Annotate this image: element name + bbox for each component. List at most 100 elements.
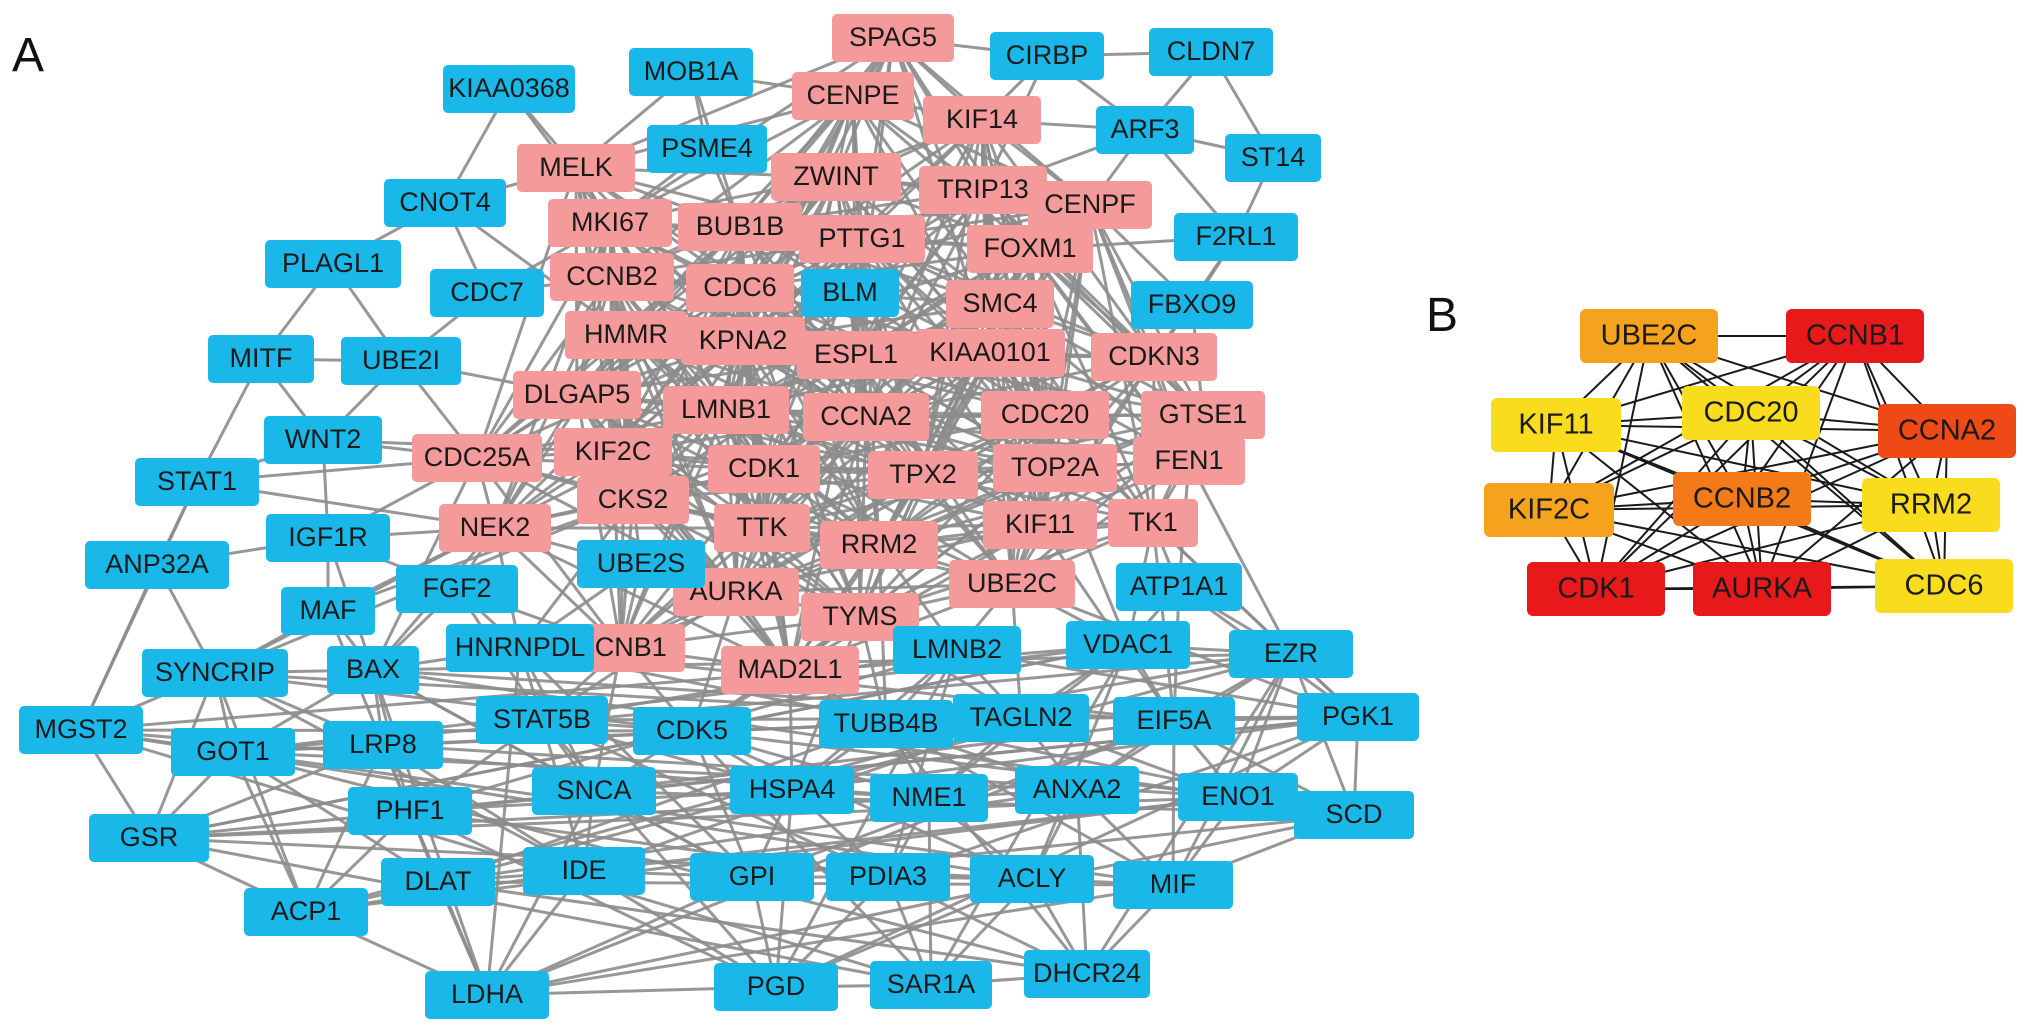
node-gsr: GSR	[89, 814, 209, 862]
node-box	[577, 476, 689, 524]
node-anp32a: ANP32A	[85, 541, 229, 589]
node-box	[19, 706, 143, 754]
node-maf: MAF	[281, 587, 375, 635]
node-hmmr: HMMR	[565, 311, 687, 359]
node-box	[663, 386, 789, 434]
node-label: SMC4	[962, 288, 1037, 318]
node-mitf: MITF	[208, 335, 314, 383]
node-box	[1149, 28, 1273, 76]
node-pttg1: PTTG1	[799, 215, 925, 263]
node-box	[993, 444, 1117, 492]
hub-node-label: KIF2C	[1508, 494, 1590, 526]
edge-a-MIF-LDHA	[486, 883, 1174, 997]
node-bax: BAX	[327, 646, 419, 694]
node-label: STAT1	[157, 466, 237, 496]
node-box	[949, 560, 1075, 608]
node-box	[384, 179, 506, 227]
edge-a-SYNCRIP-IDE	[214, 671, 585, 873]
node-mif: MIF	[1113, 861, 1233, 909]
node-pgk1: PGK1	[1297, 693, 1419, 741]
node-label: DLAT	[404, 866, 471, 896]
node-box	[870, 961, 992, 1009]
node-label: KIAA0101	[929, 337, 1051, 367]
node-box	[554, 428, 672, 476]
node-box	[832, 14, 954, 62]
node-label: LMNB2	[912, 634, 1002, 664]
node-dhcr24: DHCR24	[1024, 950, 1150, 998]
node-box	[983, 501, 1097, 549]
hub-node-cdk1: CDK1	[1527, 562, 1665, 616]
hub-node-ube2c: UBE2C	[1580, 309, 1718, 363]
node-label: VDAC1	[1083, 629, 1173, 659]
node-gpi: GPI	[690, 853, 814, 901]
node-dlgap5: DLGAP5	[513, 371, 641, 419]
hub-node-kif11: KIF11	[1491, 398, 1621, 452]
node-label: KIF11	[1005, 509, 1075, 539]
node-label: FOXM1	[983, 233, 1076, 263]
node-label: FBXO9	[1148, 289, 1237, 319]
node-box	[577, 540, 705, 588]
node-box	[870, 774, 988, 822]
node-box	[550, 253, 674, 301]
hub-node-cdc20: CDC20	[1682, 386, 1820, 440]
node-box	[647, 125, 767, 173]
panel-label-a: A	[12, 29, 45, 82]
edge-a-STAT5B-PDIA3	[541, 718, 889, 879]
node-box	[396, 565, 518, 613]
node-box	[678, 203, 802, 251]
node-label: UBE2I	[362, 345, 440, 375]
node-label: PHF1	[375, 795, 444, 825]
edge-a-CDC20-UBE2C	[1010, 414, 1047, 585]
node-box	[826, 853, 950, 901]
node-label: LMNB1	[681, 394, 771, 424]
node-box	[266, 514, 390, 562]
node-kif11: KIF11	[983, 501, 1097, 549]
node-atp1a1: ATP1A1	[1116, 563, 1242, 611]
node-box	[721, 646, 859, 694]
node-espl1: ESPL1	[797, 331, 915, 379]
node-kpna2: KPNA2	[681, 317, 805, 365]
node-spag5: SPAG5	[832, 14, 954, 62]
hub-node-box	[1484, 483, 1614, 537]
node-box	[681, 317, 805, 365]
hub-node-box	[1491, 398, 1621, 452]
node-label: GSR	[120, 822, 179, 852]
node-tpx2: TPX2	[868, 451, 978, 499]
node-phf1: PHF1	[348, 787, 472, 835]
node-hnrnpdl: HNRNPDL	[446, 624, 594, 672]
node-label: PDIA3	[849, 861, 927, 891]
node-label: PGK1	[1322, 701, 1394, 731]
node-box	[771, 153, 901, 201]
node-label: BLM	[822, 277, 878, 307]
node-label: CDK5	[656, 715, 728, 745]
node-box	[967, 225, 1093, 273]
node-box	[85, 541, 229, 589]
node-label: CDC25A	[424, 442, 531, 472]
node-box	[565, 311, 687, 359]
node-box	[797, 331, 915, 379]
node-blm: BLM	[801, 269, 899, 317]
node-label: WNT2	[285, 424, 362, 454]
node-box	[523, 847, 645, 895]
node-f2rl1: F2RL1	[1174, 213, 1298, 261]
node-label: TTK	[737, 512, 788, 542]
node-label: PTTG1	[818, 223, 905, 253]
node-box	[1178, 773, 1298, 821]
node-fgf2: FGF2	[396, 565, 518, 613]
node-cks2: CKS2	[577, 476, 689, 524]
node-box	[730, 766, 854, 814]
node-label: ACP1	[271, 896, 342, 926]
hub-node-aurka: AURKA	[1693, 562, 1831, 616]
node-stat5b: STAT5B	[476, 696, 608, 744]
node-kif2c: KIF2C	[554, 428, 672, 476]
edge-a-HNRNPDL-CKS2	[518, 499, 635, 649]
hub-node-box	[1527, 562, 1665, 616]
hub-node-ccnb2: CCNB2	[1673, 472, 1811, 526]
node-label: CNOT4	[399, 187, 491, 217]
hub-node-label: CDK1	[1557, 573, 1634, 605]
node-mgst2: MGST2	[19, 706, 143, 754]
panel-label-b: B	[1426, 289, 1459, 342]
